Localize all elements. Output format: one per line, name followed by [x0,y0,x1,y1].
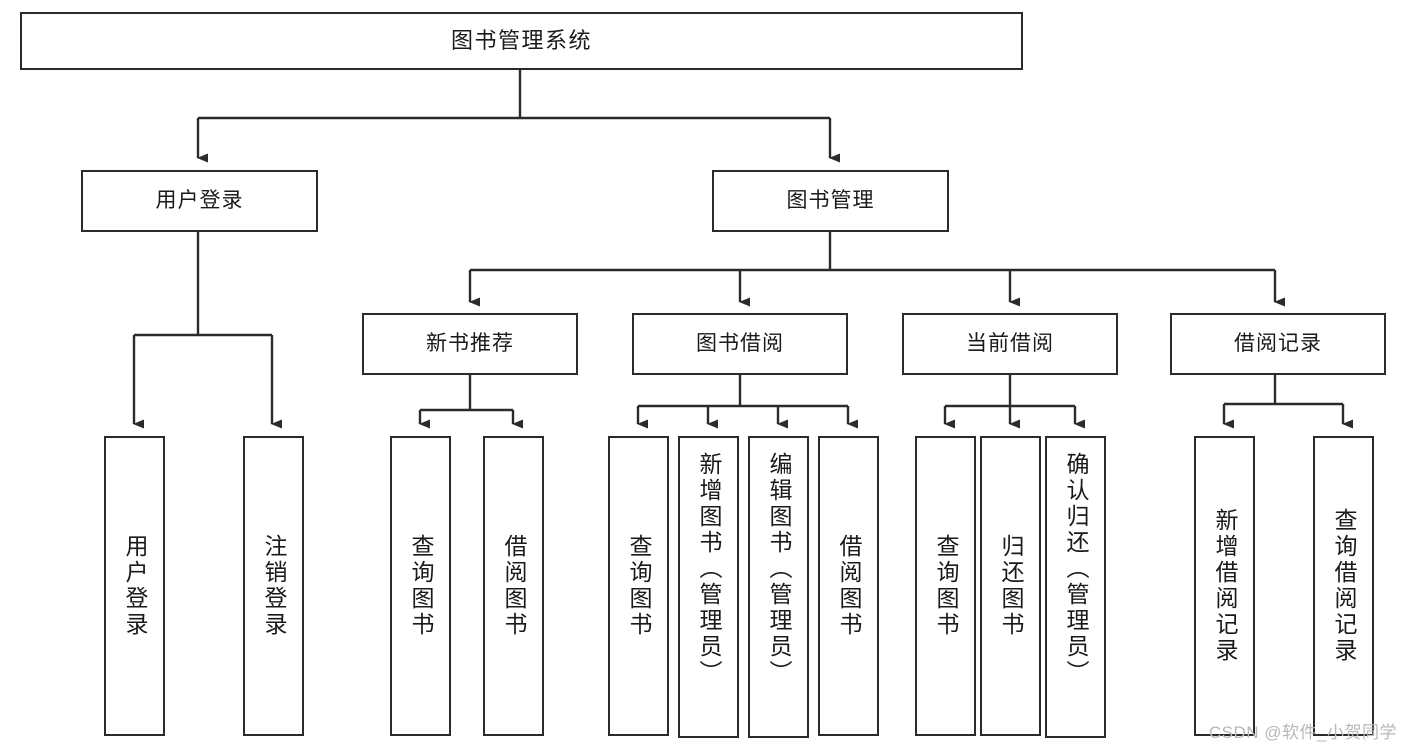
leaf-logout-login[interactable]: 注销登录 [243,436,304,736]
leaf-edit-book[interactable]: 编辑图书（管理员） [748,436,809,738]
node-root-label: 图书管理系统 [450,28,592,54]
leaf-add-book-label: 新增图书（管理员） [696,452,722,686]
leaf-borrow-book-1-label: 借阅图书 [501,534,527,638]
leaf-query-book-2[interactable]: 查询图书 [608,436,669,736]
leaf-query-book-2-label: 查询图书 [626,534,652,638]
leaf-query-book-3-label: 查询图书 [933,534,959,638]
leaf-user-login-label: 用户登录 [122,534,148,638]
node-book-borrow[interactable]: 图书借阅 [632,313,848,375]
node-user-login[interactable]: 用户登录 [81,170,318,232]
node-book-manage-label: 图书管理 [786,188,875,212]
leaf-query-record-label: 查询借阅记录 [1331,508,1357,664]
node-new-book-rec[interactable]: 新书推荐 [362,313,578,375]
leaf-return-book[interactable]: 归还图书 [980,436,1041,736]
leaf-borrow-book-2-label: 借阅图书 [836,534,862,638]
leaf-confirm-return-label: 确认归还（管理员） [1063,452,1089,686]
leaf-borrow-book-1[interactable]: 借阅图书 [483,436,544,736]
node-current-borrow-label: 当前借阅 [966,331,1054,355]
node-current-borrow[interactable]: 当前借阅 [902,313,1118,375]
leaf-edit-book-label: 编辑图书（管理员） [766,452,792,686]
csdn-watermark: CSDN @软件_小贺同学 [1208,723,1397,742]
node-book-manage[interactable]: 图书管理 [712,170,949,232]
leaf-add-book[interactable]: 新增图书（管理员） [678,436,739,738]
leaf-query-book-1[interactable]: 查询图书 [390,436,451,736]
leaf-query-record[interactable]: 查询借阅记录 [1313,436,1374,736]
node-new-book-rec-label: 新书推荐 [426,331,514,355]
node-user-login-label: 用户登录 [155,188,244,212]
leaf-query-book-1-label: 查询图书 [408,534,434,638]
leaf-add-record-label: 新增借阅记录 [1212,508,1238,664]
leaf-user-login[interactable]: 用户登录 [104,436,165,736]
node-borrow-record-label: 借阅记录 [1234,331,1322,355]
leaf-add-record[interactable]: 新增借阅记录 [1194,436,1255,736]
leaf-return-book-label: 归还图书 [998,534,1024,638]
node-borrow-record[interactable]: 借阅记录 [1170,313,1386,375]
leaf-confirm-return[interactable]: 确认归还（管理员） [1045,436,1106,738]
leaf-logout-login-label: 注销登录 [261,534,287,638]
node-root[interactable]: 图书管理系统 [20,12,1023,70]
leaf-query-book-3[interactable]: 查询图书 [915,436,976,736]
node-book-borrow-label: 图书借阅 [696,331,784,355]
leaf-borrow-book-2[interactable]: 借阅图书 [818,436,879,736]
